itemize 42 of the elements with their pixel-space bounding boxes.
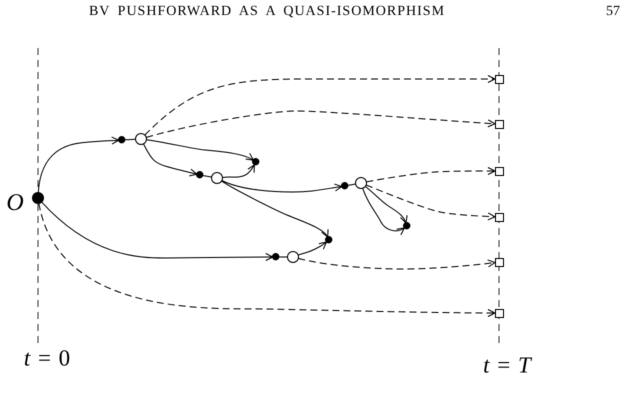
vertex-dot [118,136,126,144]
arrow [143,143,198,176]
hollow-vertex [135,133,147,145]
endpoint-square [494,308,504,318]
arrow [38,136,120,193]
arrow [221,180,342,192]
endpoint-square [494,258,504,266]
vertex-dot [252,158,260,166]
running-header: BV PUSHFORWARD AS A QUASI-ISOMORPHISM [88,5,446,19]
endpoint-square [494,212,504,222]
dashed-arrow [144,75,496,136]
connector-line [202,175,212,178]
hollow-vertex [287,251,299,263]
arrow [222,164,255,178]
dashed-arrow [298,258,496,270]
dashed-arrow [146,110,496,138]
arrow [221,180,328,238]
arrow [364,186,408,224]
vertex-dot [403,222,411,230]
endpoint-square [494,166,504,176]
origin-dot [32,192,44,204]
arrow [146,139,254,161]
dashed-arrow [38,202,496,317]
arrow [362,188,405,236]
hollow-vertex [211,172,223,184]
arrow [41,202,274,262]
vertex-dot [341,182,349,190]
endpoint-square [494,120,504,128]
vertex-dot [325,236,333,244]
arrow [298,242,327,256]
vertex-dot [272,253,280,261]
time-label: t = 0 [24,346,70,370]
connector-line [278,256,288,258]
endpoint-square [494,74,504,84]
hollow-vertex [355,177,367,189]
vertex-dot [196,171,204,179]
dashed-arrow [366,184,496,220]
page-number: 57 [606,5,620,19]
connector-line [124,138,136,140]
point-label: O [6,191,24,215]
dashed-arrow [366,167,496,182]
time-label: t = T [483,354,531,376]
